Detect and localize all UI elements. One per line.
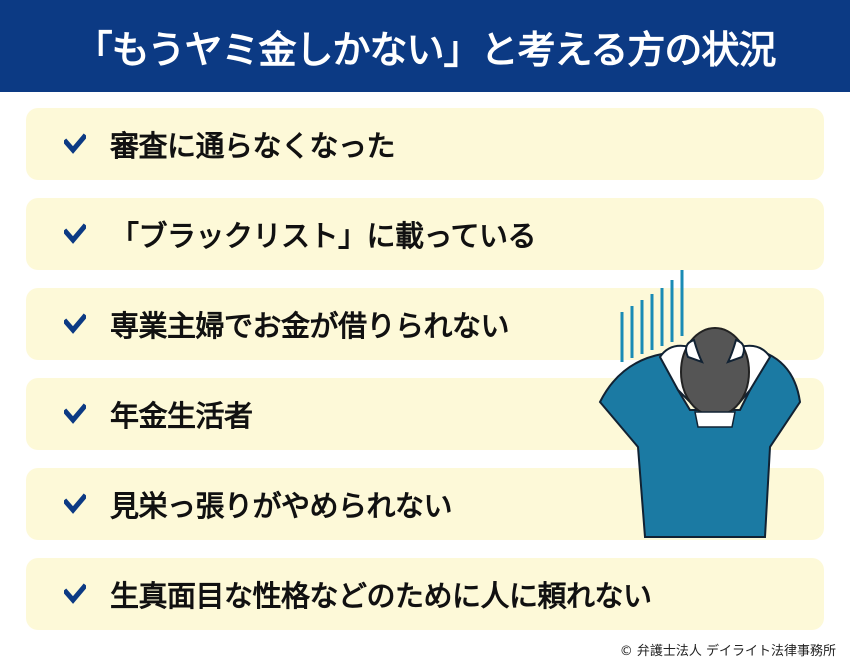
list-item-label: 見栄っ張りがやめられない xyxy=(110,489,453,523)
list-item-label: 年金生活者 xyxy=(110,399,253,433)
page-title: 「もうヤミ金しかない」と考える方の状況 xyxy=(74,27,777,72)
title-banner: 「もうヤミ金しかない」と考える方の状況 xyxy=(0,0,850,92)
checkmark-icon xyxy=(64,313,86,334)
checkmark-icon xyxy=(64,223,86,244)
list-item: 審査に通らなくなった xyxy=(26,108,824,180)
list-item-label: 専業主婦でお金が借りられない xyxy=(110,309,510,343)
checkmark-icon xyxy=(64,403,86,424)
checkmark-icon xyxy=(64,583,86,604)
list-item: 「ブラックリスト」に載っている xyxy=(26,198,824,270)
list-item: 専業主婦でお金が借りられない xyxy=(26,288,824,360)
worried-person-illustration xyxy=(598,270,802,538)
list-item-label: 審査に通らなくなった xyxy=(110,129,396,163)
checkmark-icon xyxy=(64,133,86,154)
gloom-lines-icon xyxy=(620,270,684,362)
list-item-label: 生真面目な性格などのために人に頼れない xyxy=(110,579,652,613)
copyright-credit: © 弁護士法人 デイライト法律事務所 xyxy=(619,644,836,659)
list-item: 生真面目な性格などのために人に頼れない xyxy=(26,558,824,630)
list-item-label: 「ブラックリスト」に載っている xyxy=(110,219,537,253)
checkmark-icon xyxy=(64,493,86,514)
